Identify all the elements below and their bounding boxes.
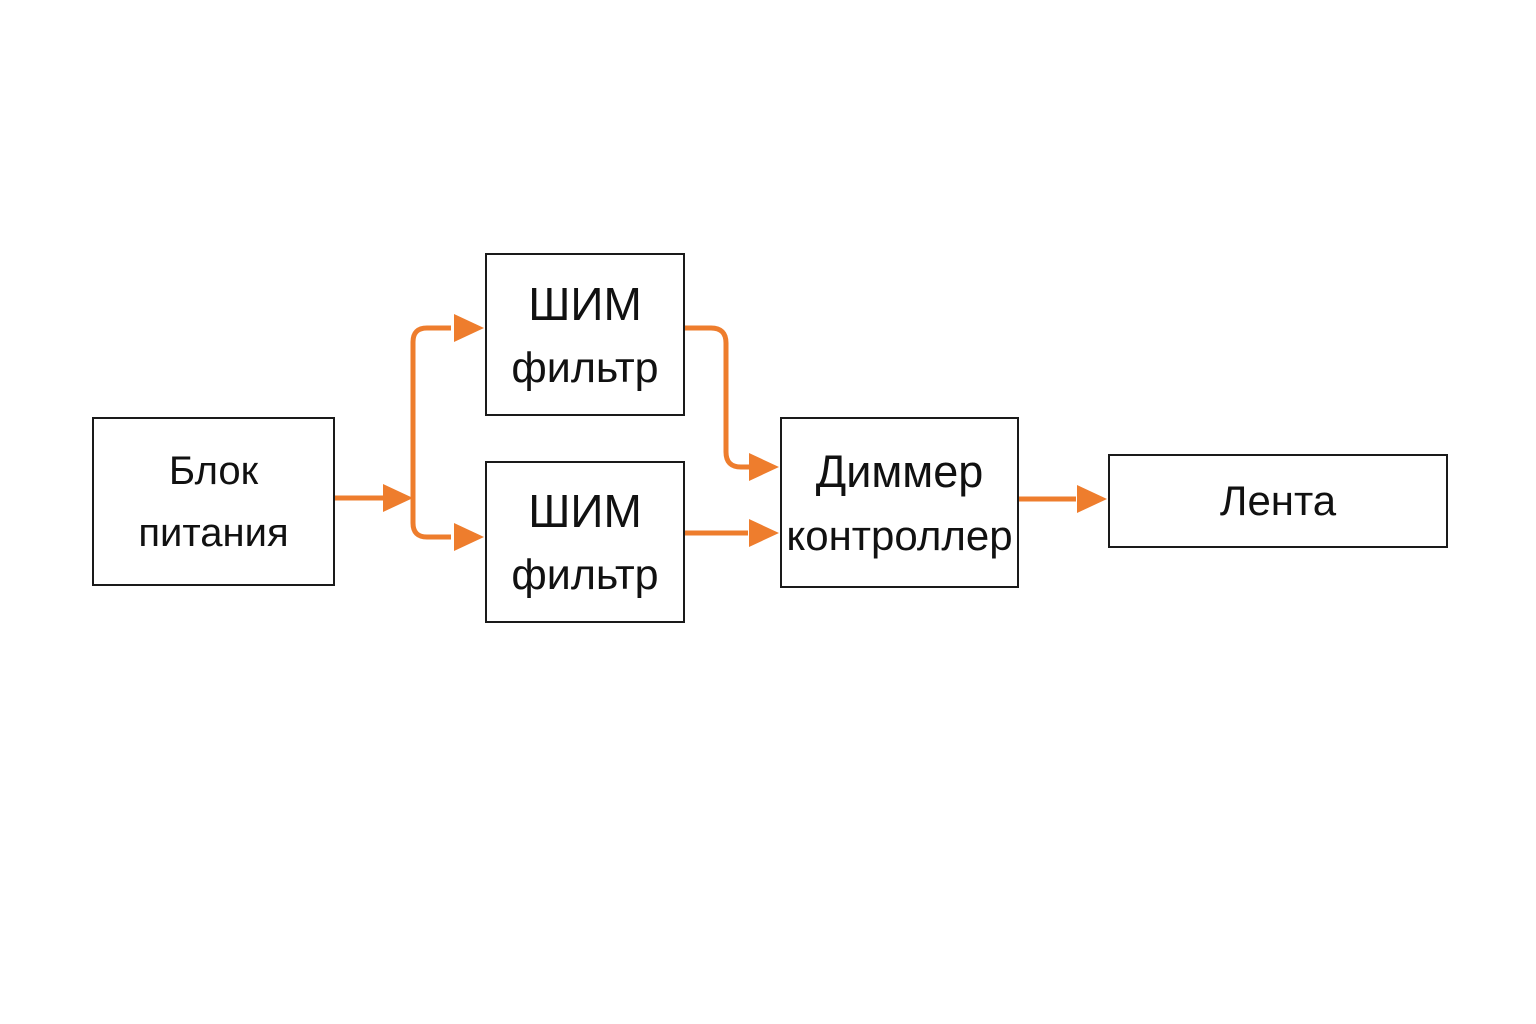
arrowhead-dimmer-lower xyxy=(749,519,779,547)
node-power-supply-label-line1: Блок xyxy=(168,448,259,493)
node-dimmer-controller-label-line2: контроллер xyxy=(786,511,1013,559)
node-pwm-filter-top: ШИМ фильтр xyxy=(485,253,685,416)
node-strip: Лента xyxy=(1108,454,1448,548)
connector-trunk-branches xyxy=(410,325,451,540)
node-strip-label: Лента xyxy=(1219,477,1337,524)
node-power-supply: Блок питания xyxy=(92,417,335,586)
arrowhead-pwm-top xyxy=(454,314,484,342)
node-power-supply-label-line2: питания xyxy=(138,510,289,555)
arrowhead-junction xyxy=(383,484,413,512)
arrowhead-pwm-bottom xyxy=(454,523,484,551)
node-dimmer-controller: Диммер контроллер xyxy=(780,417,1019,588)
node-pwm-filter-bottom-label-line2: фильтр xyxy=(511,551,659,599)
node-pwm-filter-bottom-label-line1: ШИМ xyxy=(528,485,642,537)
node-pwm-filter-bottom: ШИМ фильтр xyxy=(485,461,685,623)
node-pwm-filter-top-label-line1: ШИМ xyxy=(528,277,642,330)
connector-pwmtop-to-dimmer xyxy=(685,325,749,470)
node-pwm-filter-top-label-line2: фильтр xyxy=(511,343,659,392)
node-dimmer-controller-label-line1: Диммер xyxy=(815,445,984,497)
arrowhead-dimmer-upper xyxy=(749,453,779,481)
arrowhead-strip xyxy=(1077,485,1107,513)
